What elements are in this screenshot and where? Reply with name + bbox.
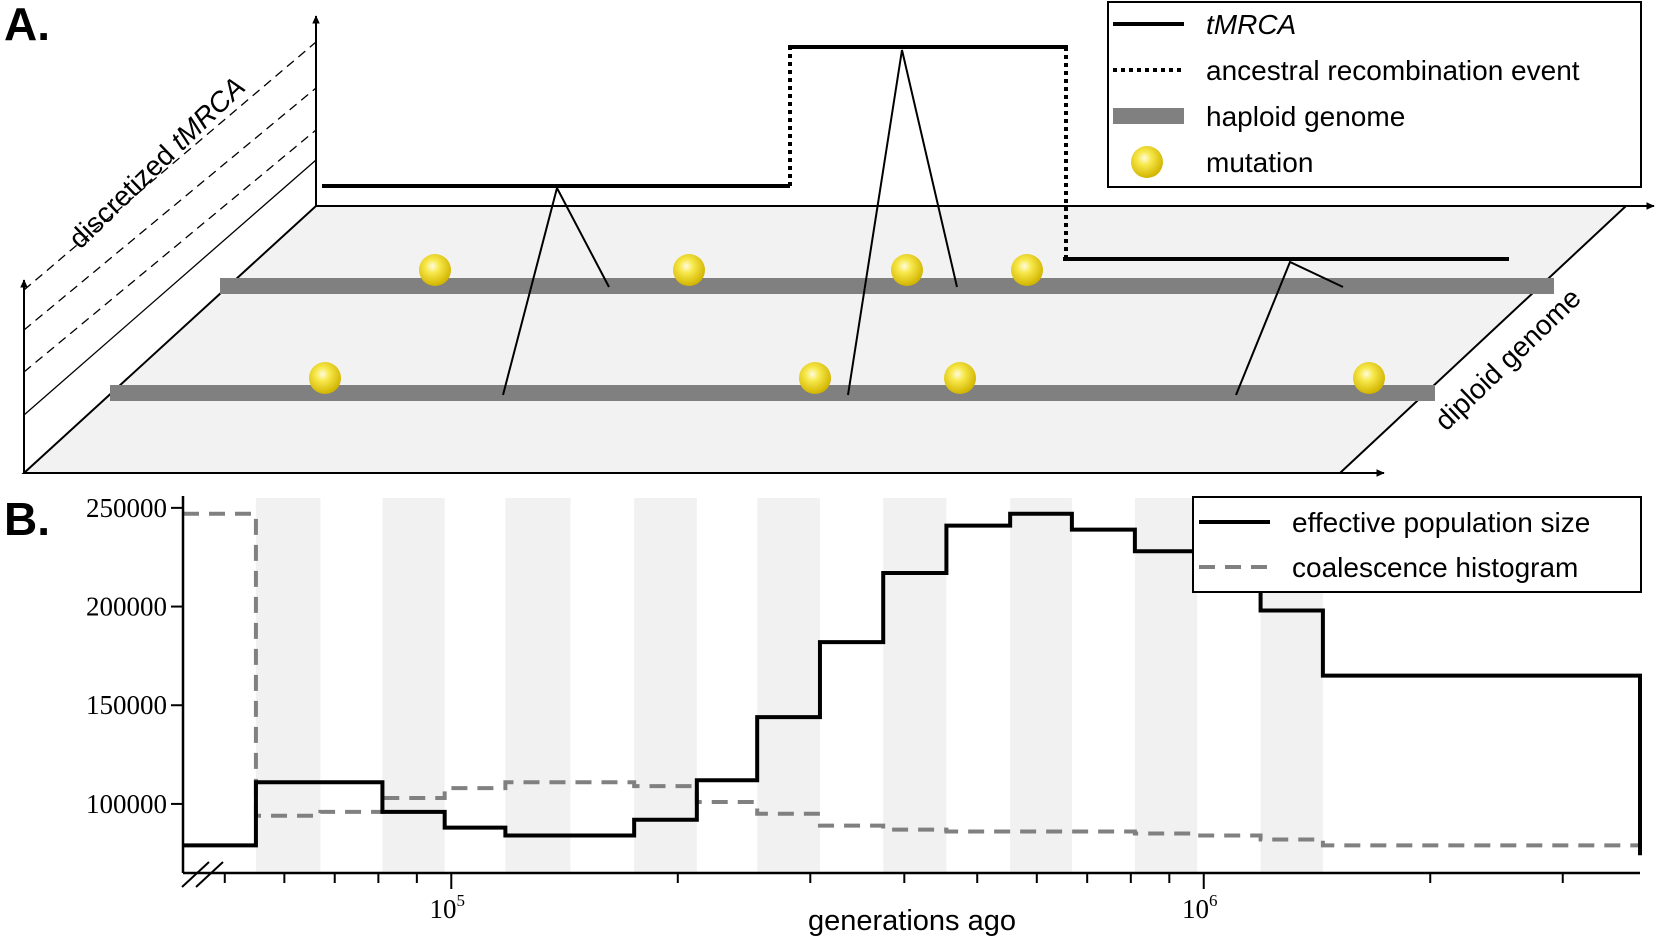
series-line-coalescence-histogram — [183, 511, 1642, 854]
mutations — [309, 254, 1385, 394]
bin-band — [255, 498, 321, 873]
tmrca-segments — [322, 45, 1509, 261]
mutation-sphere — [1011, 254, 1043, 286]
panel-b: B. 100000 150000 200000 250000 105 106 gener… — [4, 493, 1642, 937]
bin-band — [382, 498, 445, 873]
axis-break-mark — [181, 861, 210, 888]
x-tick-labels: 105 106 — [430, 891, 1218, 924]
legend-a: tMRCA ancestral recombination event hapl… — [1107, 1, 1642, 188]
axis-break-mark — [195, 861, 224, 888]
bin-band — [1134, 498, 1198, 873]
legend-swatch-mutation — [1131, 146, 1163, 178]
x-axis-label: generations ago — [808, 905, 1016, 937]
panel-a: A. — [4, 0, 1655, 477]
bin-band — [883, 498, 947, 873]
recombination-events — [788, 47, 1068, 259]
y-tick-label: 100000 — [86, 789, 167, 819]
legend-label-ne: effective population size — [1292, 507, 1590, 538]
x-tick-label: 105 — [430, 891, 466, 924]
bin-band — [634, 498, 697, 873]
mutation-sphere — [799, 362, 831, 394]
mutation-sphere — [1353, 362, 1385, 394]
bin-bands — [255, 498, 1323, 873]
bin-band — [505, 498, 571, 873]
back-wall-grid — [23, 41, 317, 416]
haploid-genomes — [110, 278, 1554, 401]
x-tick-label: 106 — [1182, 891, 1218, 924]
bin-band — [757, 498, 820, 873]
panel-b-axes — [171, 496, 1640, 889]
bin-band — [1010, 498, 1072, 873]
axis-label-tmrca: discretized tMRCA — [63, 71, 251, 254]
mutation-sphere — [309, 362, 341, 394]
y-tick-label: 250000 — [86, 493, 167, 523]
y-tick-label: 150000 — [86, 690, 167, 720]
panel-b-label: B. — [4, 493, 50, 545]
legend-label-tmrca: tMRCA — [1206, 9, 1296, 40]
mutation-sphere — [891, 254, 923, 286]
mutation-sphere — [419, 254, 451, 286]
legend-label-mutation: mutation — [1206, 147, 1313, 178]
y-tick-label: 200000 — [86, 592, 167, 622]
y-tick-labels: 100000 150000 200000 250000 — [86, 493, 167, 819]
panel-a-label: A. — [4, 0, 50, 50]
panel-a-axes — [20, 15, 1655, 477]
genome-plane — [21, 205, 1629, 474]
mutation-sphere — [673, 254, 705, 286]
coalescence-trees — [502, 49, 1344, 396]
legend-label-genome: haploid genome — [1206, 101, 1405, 132]
legend-label-hist: coalescence histogram — [1292, 552, 1578, 583]
legend-b: effective population size coalescence hi… — [1192, 496, 1642, 593]
legend-label-recombination: ancestral recombination event — [1206, 55, 1580, 86]
mutation-sphere — [944, 362, 976, 394]
